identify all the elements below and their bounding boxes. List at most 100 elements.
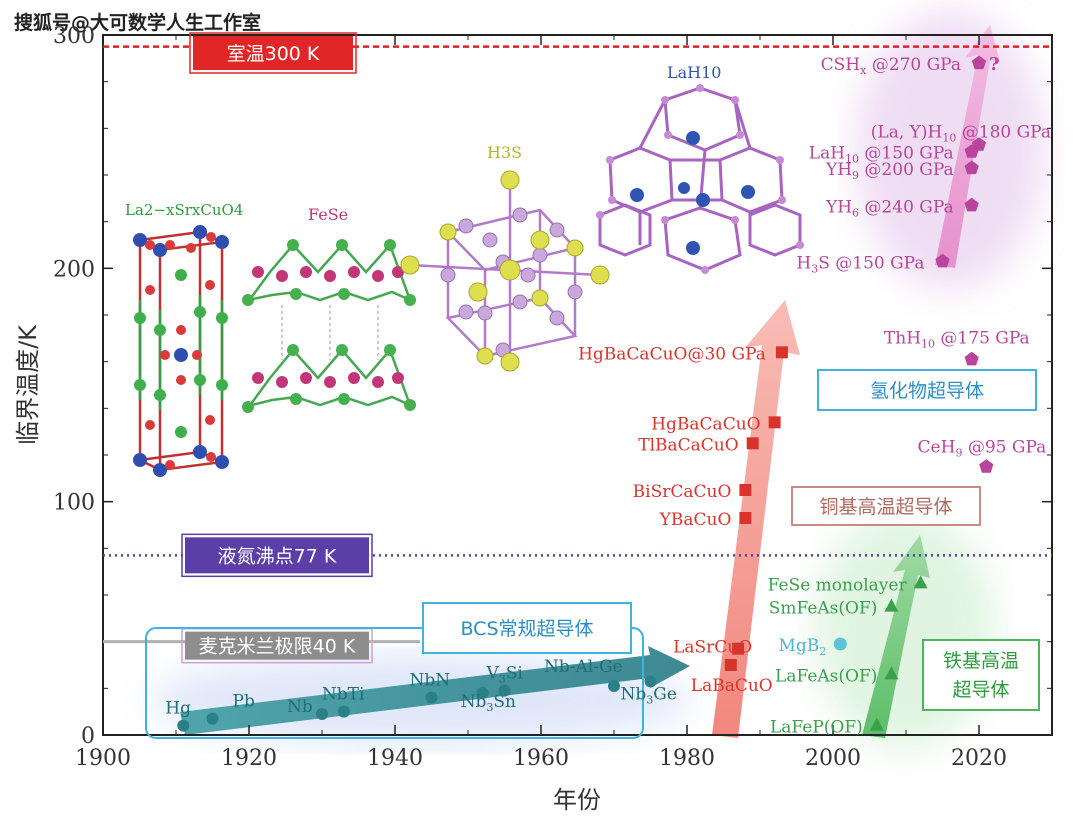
data-point [935,253,950,268]
data-point [498,684,511,697]
data-point [775,346,788,359]
data-label: LaFeP(OF) [770,718,863,738]
data-label: TlBaCaCuO [638,435,738,455]
data-label: Nb3Sn [461,692,516,714]
family-labels: BCS常规超导体 铜基高温超导体 氢化物超导体 铁基高温 超导体 [422,369,1040,711]
data-point [206,712,219,725]
data-point [964,351,979,366]
data-point [746,437,759,450]
data-label: LaSrCuO [673,638,752,658]
data-label: ThH10 @175 GPa [884,328,1030,350]
data-point [971,137,987,151]
reference-label-frame [181,533,373,578]
data-point [739,512,752,524]
data-label: NbTi [322,685,365,705]
data-label: Nb [287,697,313,717]
data-label: H3S @150 GPa [796,253,924,275]
data-label: Nb3Ge [621,684,677,706]
cuprate-family-label: 铜基高温超导体 [819,496,952,518]
iron-family-label-line1: 铁基高温 [943,650,1019,672]
data-label: (La, Y)H10 @180 GPa [871,123,1051,145]
iron-family-label-line2: 超导体 [952,679,1009,701]
data-point [177,719,190,732]
y-tick-label: 200 [53,257,95,282]
data-label: HgBaCaCuO [651,414,760,434]
lsco-structure-illustration [133,225,229,477]
data-label: LaFeAs(OF) [775,666,877,686]
x-tick-label: 1920 [221,746,277,771]
structure-label-fese: FeSe [308,205,348,224]
data-point [971,55,987,70]
data-label: SmFeAs(OF) [769,599,878,619]
hydride-trend-arrow [935,25,1000,268]
x-tick-label: 1940 [367,746,423,771]
data-label: CSHx @270 GPa [821,55,961,77]
axes: 1900 1920 1940 1960 1980 2000 2020 0 100 200 300 [53,24,1053,771]
cuprate-trend-arrow [712,300,800,738]
fese-structure-illustration [242,239,416,413]
data-point [964,160,979,175]
reference-label: 液氮沸点77 K [218,545,337,567]
structure-label-lsco: La2−xSrxCuO4 [125,201,243,219]
plot-frame [102,34,1053,736]
reference-lines: 室温300 K 液氮沸点77 K 麦克米兰极限40 K [103,32,1052,664]
data-point [316,708,328,720]
data-label: YH9 @200 GPa [825,160,954,182]
data-label: HgBaCaCuO@30 GPa [578,344,766,364]
data-label: FeSe monolayer [768,575,908,595]
data-label: LaBaCuO [691,676,773,696]
question-mark: ? [989,54,1000,75]
data-label: CeH9 @95 GPa [918,438,1047,460]
data-point [768,416,781,429]
data-point [476,687,489,699]
watermark: 搜狐号@大可数学人生工作室 [14,12,262,34]
data-label: YH6 @240 GPa [825,197,954,219]
x-tick-label: 1980 [659,746,715,771]
cuprate-label-box [791,486,981,526]
reference-label-box [185,631,369,660]
data-label: YBaCuO [659,510,732,530]
data-point [644,675,657,688]
data-point [833,637,847,651]
data-label: V3Si [486,664,524,686]
data-point [425,691,438,704]
reference-label-box [193,36,353,70]
data-point [979,459,994,473]
data-point [724,659,737,671]
x-tick-label: 1960 [513,746,569,771]
hydride-family-label: 氢化物超导体 [870,380,984,402]
structure-label-h3s: H3S [487,143,522,162]
structure-labels: La2−xSrxCuO4 FeSe H3S LaH10 [125,63,721,224]
data-point [608,680,620,692]
y-tick-label: 300 [53,24,95,49]
y-tick-label: 100 [53,491,95,516]
data-point [913,575,928,589]
data-label: LaH10 @150 GPa [809,144,954,166]
bcs-family-label: BCS常规超导体 [460,618,593,640]
data-point [884,598,899,612]
iron-trend-arrow [862,535,930,738]
data-label: Hg [165,699,191,719]
hydride-label-box [817,369,1037,411]
data-point [869,717,884,731]
y-tick-label: 0 [81,724,95,749]
structure-label-lah10: LaH10 [667,63,721,82]
x-tick-label: 1900 [75,746,131,771]
reference-label: 室温300 K [227,43,320,65]
x-tick-label: 2000 [805,746,861,771]
data-label: BiSrCaCuO [633,482,732,502]
x-tick-label: 2020 [951,746,1007,771]
reference-label: 麦克米兰极限40 K [199,636,356,658]
data-point [337,705,350,718]
data-label: MgB2 [779,636,827,658]
data-label: NbN [410,671,451,691]
data-point [739,484,752,496]
bcs-bracket-box [145,627,644,739]
bcs-trend-arrow [180,646,690,735]
y-axis-title: 临界温度/K [14,324,42,445]
x-axis-title: 年份 [553,786,601,814]
lah10-structure-illustration [596,84,804,274]
data-label: Pb [233,692,255,712]
